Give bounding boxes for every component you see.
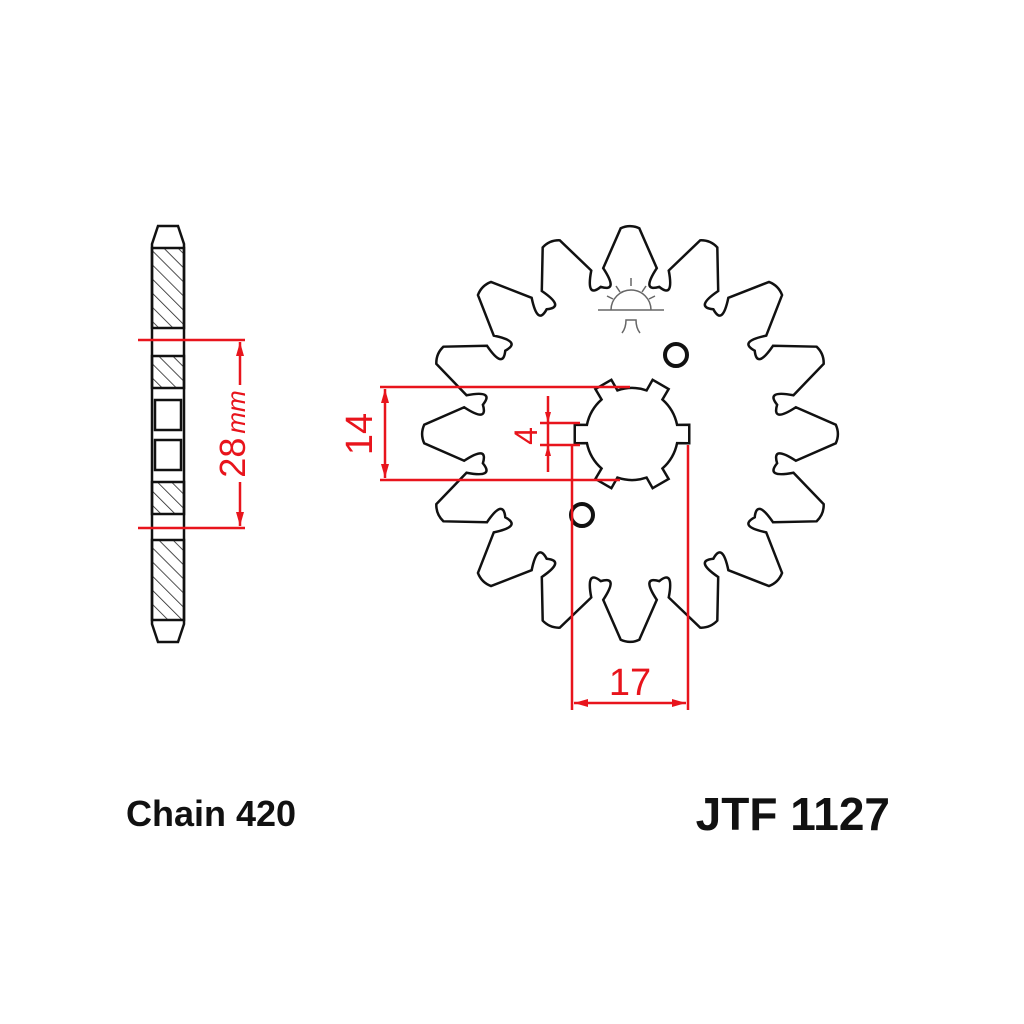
spline-hole — [573, 378, 691, 490]
logo-icon — [598, 278, 664, 334]
chain-label: Chain 420 — [126, 793, 296, 834]
part-number: JTF 1127 — [696, 788, 890, 840]
dimension-lines — [380, 385, 690, 710]
dimension-28mm — [138, 338, 245, 530]
bolt-hole — [663, 342, 689, 368]
dimension-label-28: 28mm — [212, 390, 253, 477]
dimension-label-14: 14 — [339, 413, 381, 455]
dimension-label-17: 17 — [609, 662, 651, 704]
side-profile — [150, 224, 186, 644]
dimension-label-4: 4 — [508, 427, 544, 445]
